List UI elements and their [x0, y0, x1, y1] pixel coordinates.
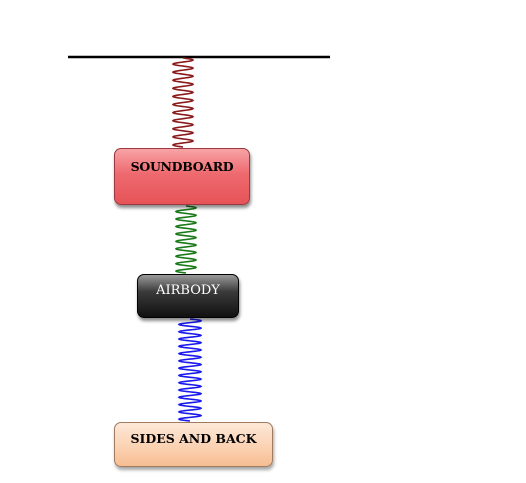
sides-and-back-label: SIDES AND BACK [130, 431, 257, 446]
soundboard-label: SOUNDBOARD [130, 159, 234, 174]
top-spring [171, 57, 195, 148]
sides-and-back-box: SIDES AND BACK [114, 422, 273, 467]
airbody-box: AIRBODY [137, 274, 239, 318]
bottom-spring [177, 318, 203, 422]
soundboard-box: SOUNDBOARD [114, 148, 250, 205]
middle-spring [174, 205, 198, 274]
airbody-label: AIRBODY [156, 283, 220, 298]
